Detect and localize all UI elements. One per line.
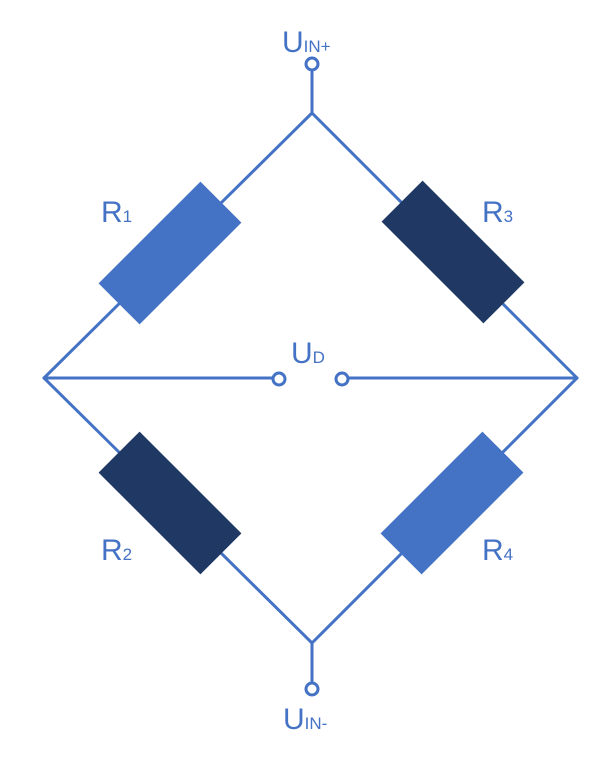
resistor-r4 xyxy=(380,431,524,575)
resistor-r2 xyxy=(98,431,242,575)
resistor-r1 xyxy=(98,181,242,325)
label-uin-minus: UIN- xyxy=(283,703,327,736)
label-r3: R3 xyxy=(482,196,513,229)
label-r1: R1 xyxy=(101,196,132,229)
terminal-ud-right xyxy=(334,371,350,387)
label-uin-plus: UIN+ xyxy=(282,26,331,59)
labels: UIN+ UIN- UD R1 R2 R3 R4 xyxy=(101,26,513,736)
terminals xyxy=(271,56,350,697)
label-r4: R4 xyxy=(482,534,513,567)
resistors xyxy=(98,180,525,575)
wires xyxy=(42,70,579,685)
terminal-uin-plus xyxy=(304,56,320,72)
resistor-r3 xyxy=(381,180,525,324)
terminal-uin-minus xyxy=(304,681,320,697)
terminal-ud-left xyxy=(271,371,287,387)
label-r2: R2 xyxy=(101,534,132,567)
label-ud: UD xyxy=(291,337,325,370)
